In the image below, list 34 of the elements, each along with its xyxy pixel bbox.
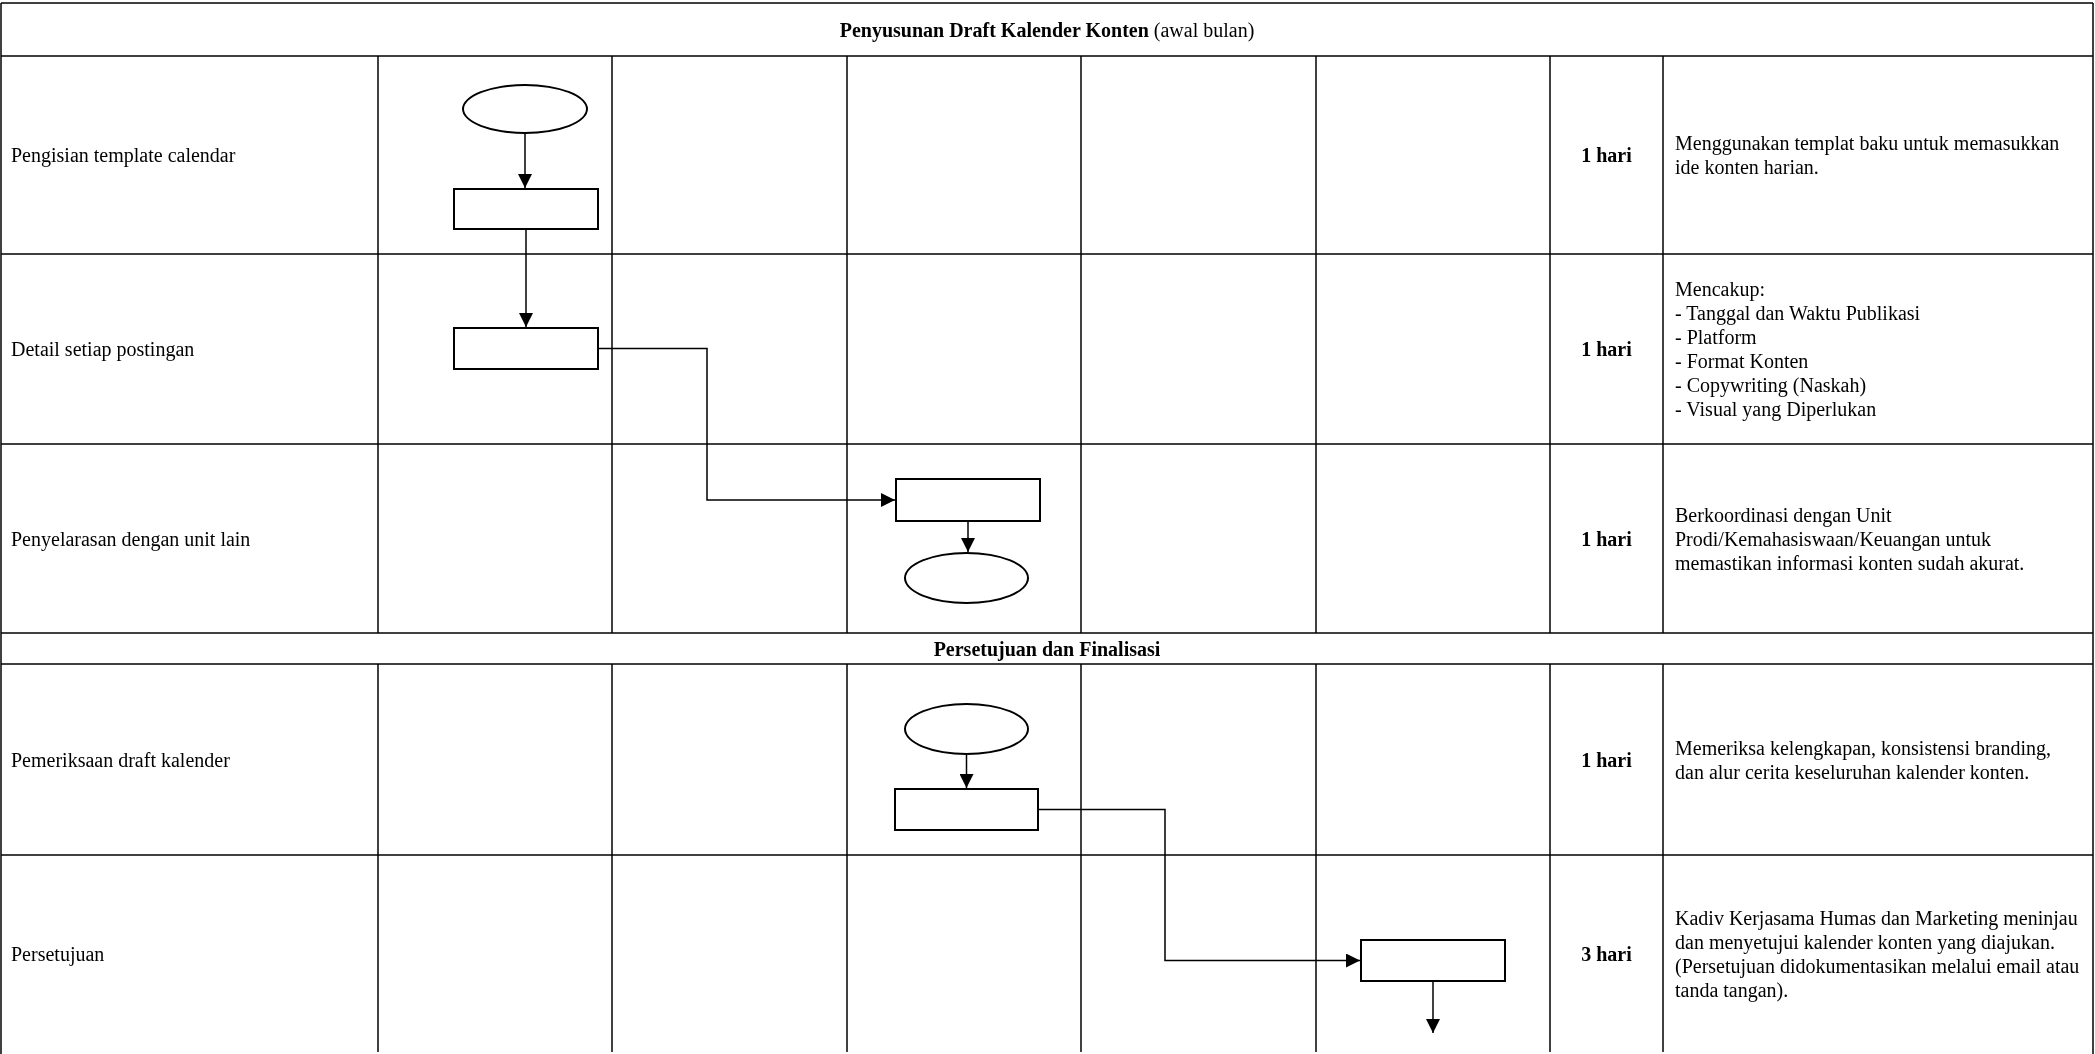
arrow — [961, 521, 975, 553]
step-label: Detail setiap postingan — [11, 337, 195, 361]
step-label: Pemeriksaan draft kalender — [11, 747, 230, 772]
list-item: - Copywriting (Naskah) — [1675, 373, 1868, 397]
arrow — [598, 347, 896, 507]
list-item: - Visual yang Diperlukan — [1675, 397, 1878, 421]
step-label: Persetujuan — [11, 941, 105, 966]
process-box — [453, 188, 599, 230]
process-box — [1360, 939, 1506, 982]
process-box — [895, 478, 1041, 522]
process-box — [894, 788, 1039, 831]
duration-label: 1 hari — [1581, 747, 1632, 772]
process-box — [453, 327, 599, 370]
duration-label: 3 hari — [1581, 941, 1632, 966]
list-item: - Platform — [1675, 325, 1758, 349]
arrow — [959, 754, 974, 789]
arrow — [1038, 808, 1361, 968]
duration-label: 1 hari — [1581, 526, 1632, 551]
list-item: - Tanggal dan Waktu Publikasi — [1675, 301, 1921, 325]
description-text: Kadiv Kerjasama Humas dan Marketing meninjau dan menyetujui kalender konten yang diajukan. (Persetujuan didokumentasikan melalui email atau tanda tangan). — [1675, 905, 2081, 1002]
arrow — [519, 229, 533, 328]
description-text: Menggunakan templat baku untuk memasukkan ide konten harian. — [1675, 131, 2061, 179]
section-heading: Persetujuan dan Finalisasi — [933, 636, 1161, 661]
description-text: Mencakup: — [1675, 277, 1766, 301]
arrow — [1426, 981, 1440, 1034]
description-text: Memeriksa kelengkapan, konsistensi branding, dan alur cerita keseluruhan kalender konten. — [1675, 735, 2053, 784]
description-text: Berkoordinasi dengan Unit Prodi/Kemahasiswaan/Keuangan untuk memastikan informasi konten sudah akurat. — [1675, 502, 2026, 575]
section-heading: Penyusunan Draft Kalender Konten (awal bulan) — [839, 17, 1255, 42]
list-item: - Format Konten — [1675, 349, 1810, 373]
duration-label: 1 hari — [1581, 143, 1632, 167]
step-label: Penyelarasan dengan unit lain — [11, 526, 251, 551]
step-label: Pengisian template calendar — [11, 143, 236, 167]
arrow — [518, 133, 532, 189]
duration-label: 1 hari — [1581, 337, 1632, 361]
